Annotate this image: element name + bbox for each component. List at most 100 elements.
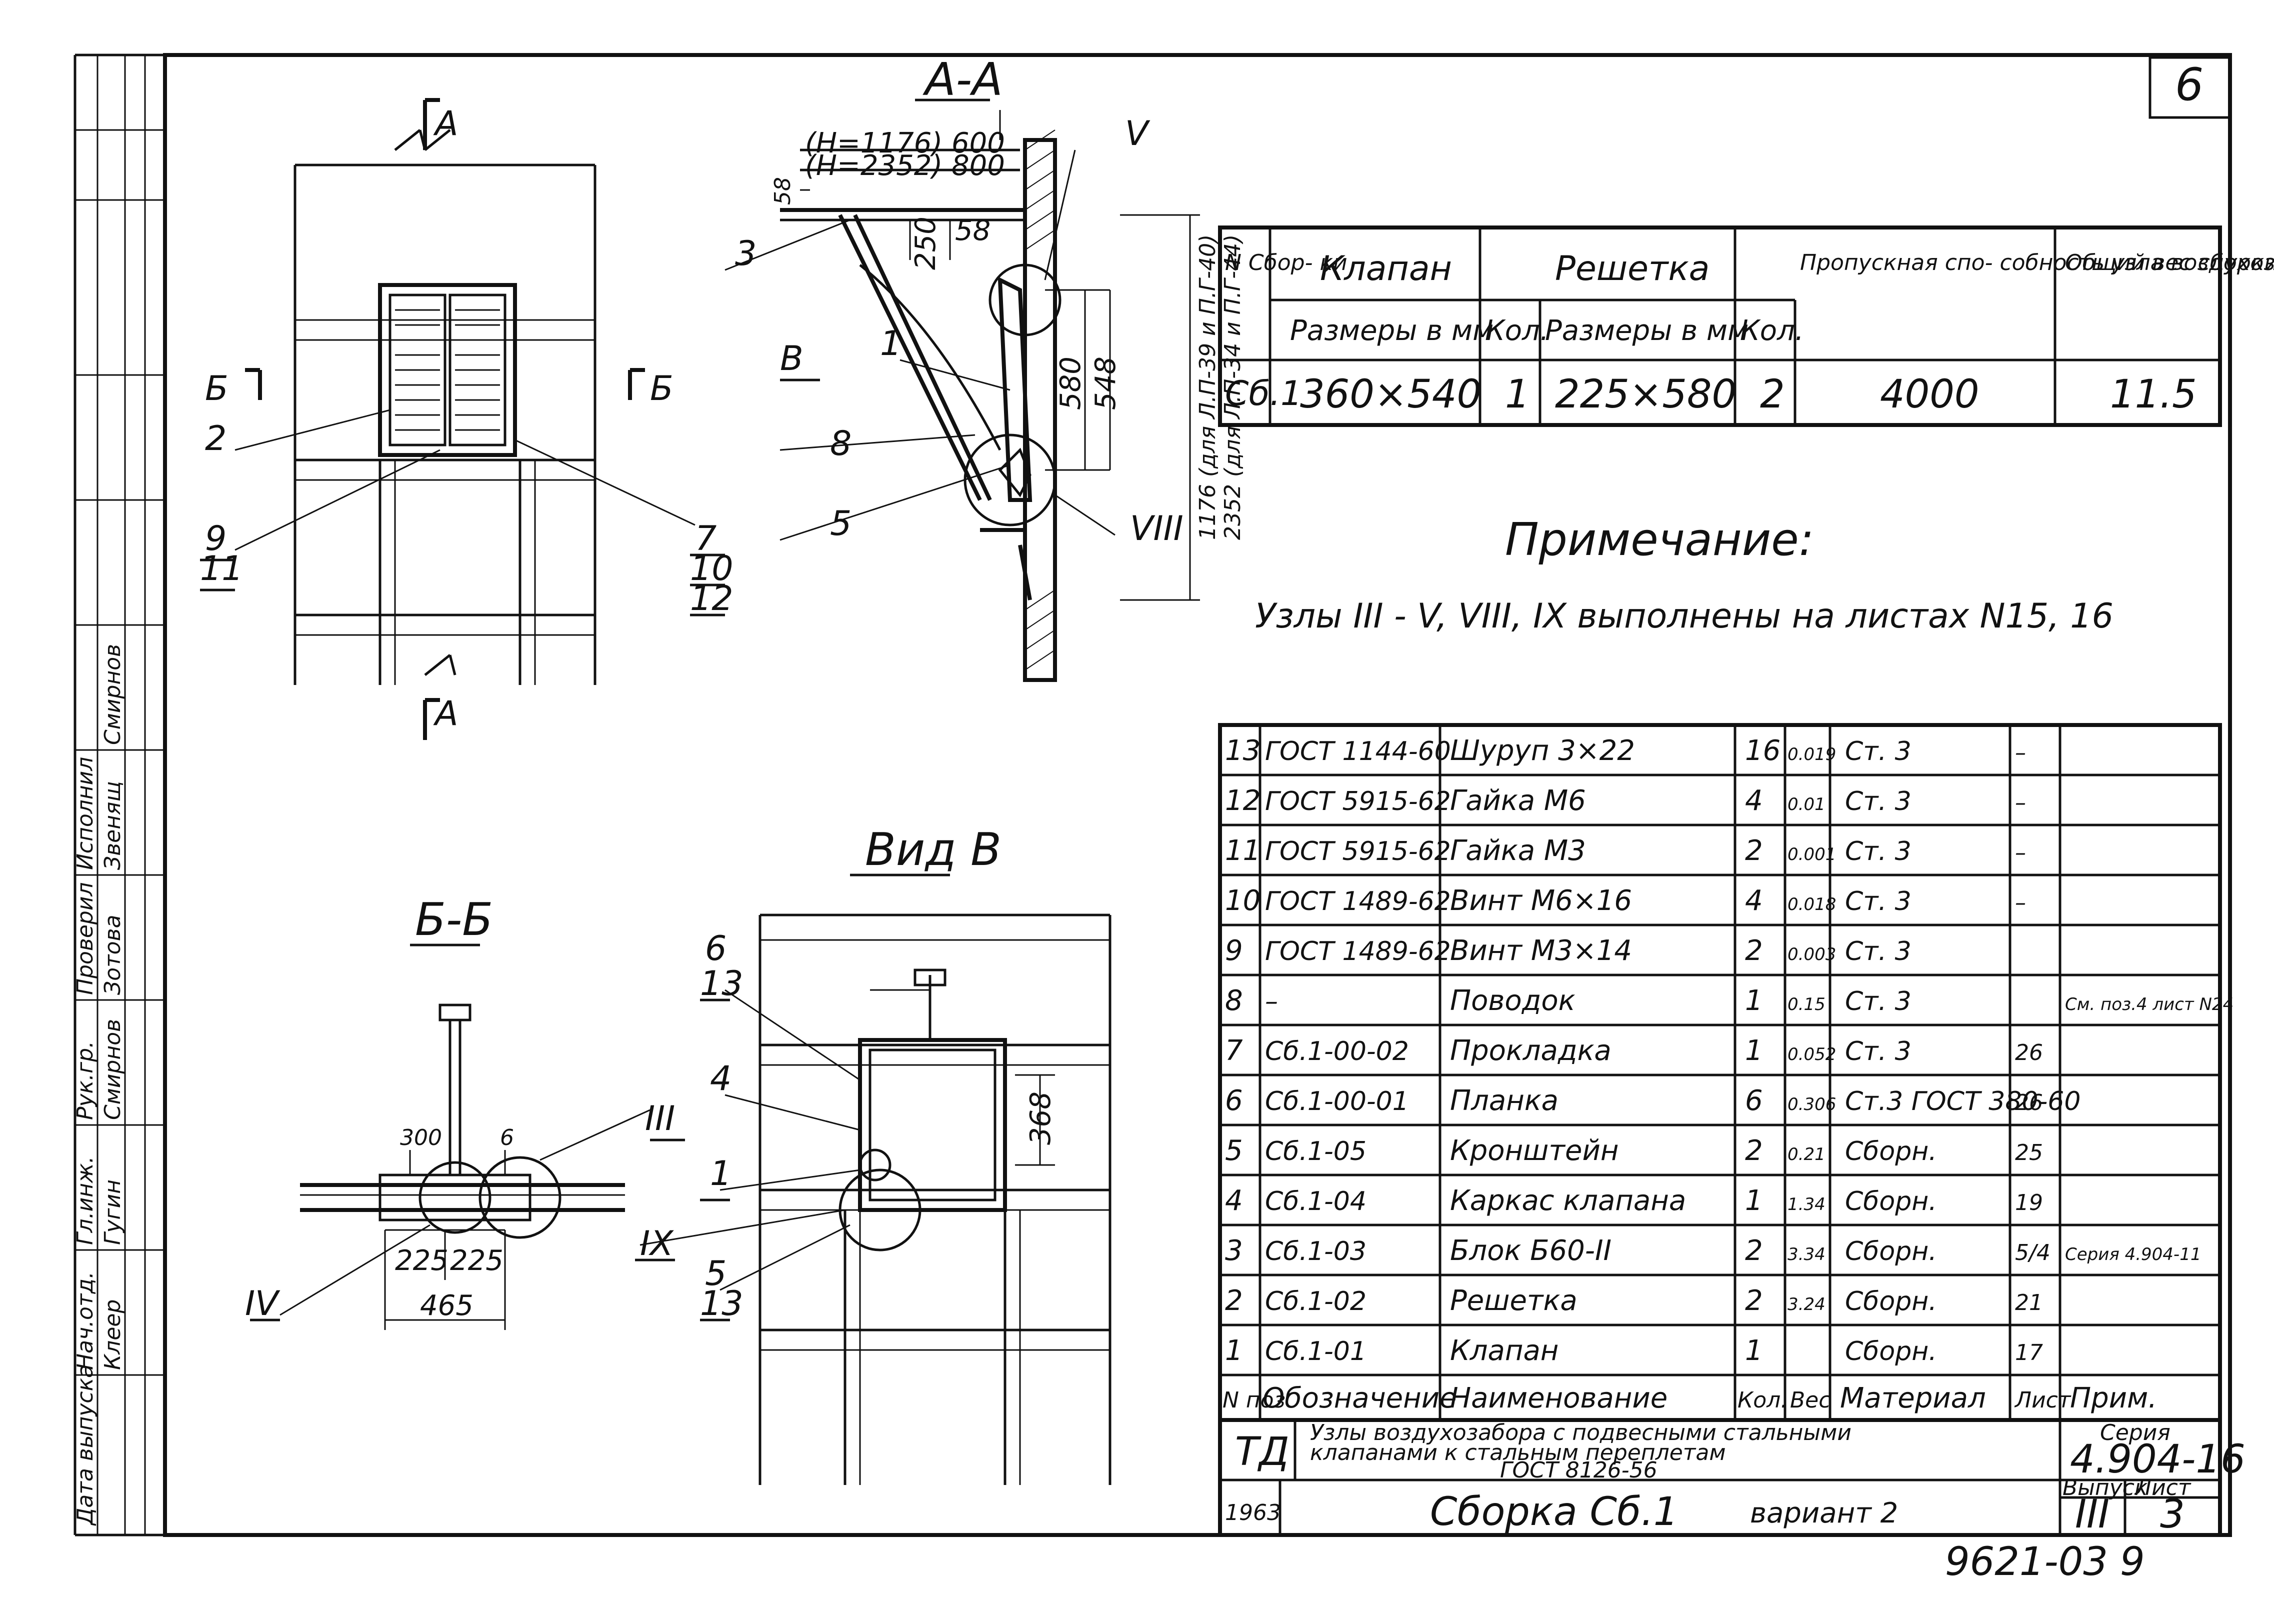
sheet-frame bbox=[74, 53, 2232, 1537]
view-v-callout-6: 6 bbox=[705, 929, 726, 968]
spec-cell-designation: – bbox=[1265, 986, 1278, 1016]
section-bb bbox=[250, 944, 685, 1330]
spec-cell-weight: 3.24 bbox=[1788, 1294, 1826, 1314]
node-v: V bbox=[1125, 114, 1150, 154]
stamp-role-2: Нач.отд. bbox=[72, 1272, 98, 1370]
spec-cell-designation: Сб.1-02 bbox=[1265, 1286, 1366, 1316]
spec-cell-sheet: 17 bbox=[2015, 1340, 2043, 1366]
spec-cell-weight: 0.001 bbox=[1788, 844, 1836, 864]
spec-cell-name: Поводок bbox=[1450, 984, 1576, 1017]
callout-11: 11 bbox=[200, 549, 244, 588]
spec-cell-qty: 2 bbox=[1745, 1134, 1763, 1167]
stamp-role-1: Дата выпуска bbox=[72, 1364, 98, 1526]
spec-cell-material: Ст. 3 bbox=[1845, 736, 1912, 766]
spec-cell-qty: 2 bbox=[1745, 934, 1763, 967]
spec-cell-name: Клапан bbox=[1450, 1334, 1558, 1367]
spec-cell-weight: 0.15 bbox=[1788, 994, 1826, 1014]
top-h-capacity: Пропускная спо- собность узла воздухозаб… bbox=[1800, 250, 2274, 276]
stamp-role-4: Рук.гр. bbox=[72, 1041, 98, 1120]
spec-cell-sheet: – bbox=[2015, 790, 2026, 816]
top-h-size2: Размеры в мм bbox=[1545, 314, 1748, 347]
view-v-callout-5: 5 bbox=[705, 1254, 726, 1294]
spec-cell-qty: 2 bbox=[1745, 1284, 1763, 1317]
top-row-valve-qty: 1 bbox=[1505, 372, 1530, 417]
dim-6: 6 bbox=[500, 1125, 514, 1150]
spec-h-sheet: Лист bbox=[2014, 1388, 2072, 1413]
spec-cell-qty: 1 bbox=[1745, 1334, 1763, 1367]
spec-cell-weight: 0.019 bbox=[1788, 744, 1836, 764]
section-bb-title: Б-Б bbox=[415, 894, 493, 946]
spec-cell-pos: 4 bbox=[1225, 1184, 1243, 1217]
spec-cell-name: Винт М3×14 bbox=[1450, 934, 1632, 967]
spec-h-qty: Кол. bbox=[1738, 1388, 1788, 1413]
spec-cell-qty: 4 bbox=[1745, 884, 1763, 917]
dim-225-a: 225 bbox=[395, 1244, 448, 1277]
title-line-3: ГОСТ 8126-56 bbox=[1500, 1458, 1658, 1483]
spec-cell-pos: 13 bbox=[1225, 734, 1260, 767]
spec-cell-name: Блок Б60-II bbox=[1450, 1234, 1612, 1267]
spec-cell-sheet: 25 bbox=[2015, 1140, 2043, 1166]
series-label: Серия bbox=[2100, 1420, 2170, 1446]
spec-cell-designation: ГОСТ 5915-62 bbox=[1265, 836, 1451, 866]
spec-h-pos: N поз bbox=[1222, 1388, 1286, 1413]
spec-cell-qty: 2 bbox=[1745, 834, 1763, 867]
spec-cell-weight: 0.306 bbox=[1788, 1094, 1836, 1114]
view-v-callout-13b: 13 bbox=[700, 1284, 744, 1324]
stamp-name-6: Смирнов bbox=[100, 644, 126, 745]
spec-cell-qty: 2 bbox=[1745, 1234, 1763, 1267]
top-row-grate-size: 225×580 bbox=[1555, 372, 1736, 417]
top-row-capacity: 4000 bbox=[1880, 372, 1980, 417]
cut-mark-b-right: Б bbox=[650, 369, 674, 408]
top-h-qty2: Кол. bbox=[1740, 314, 1804, 347]
top-h-size1: Размеры в мм bbox=[1290, 314, 1494, 347]
spec-cell-qty: 4 bbox=[1745, 784, 1763, 817]
sheet-number: 6 bbox=[2175, 58, 2204, 111]
spec-h-material: Материал bbox=[1840, 1382, 1986, 1414]
spec-cell-sheet: – bbox=[2015, 840, 2026, 866]
top-h-valve: Клапан bbox=[1320, 249, 1452, 288]
spec-cell-name: Прокладка bbox=[1450, 1034, 1612, 1067]
stamp-role-5: Проверил bbox=[72, 882, 98, 995]
spec-cell-qty: 16 bbox=[1745, 734, 1780, 767]
spec-cell-sheet: 19 bbox=[2015, 1190, 2043, 1216]
specification-table bbox=[1218, 723, 2222, 1422]
note-text: Узлы III - V, VIII, IX выполнены на лист… bbox=[1255, 596, 2114, 636]
dim-58-a: 58 bbox=[770, 177, 796, 205]
spec-cell-weight: 0.21 bbox=[1788, 1144, 1826, 1164]
dim-600: (Н=1176) 600 bbox=[805, 127, 1005, 160]
spec-cell-designation: Сб.1-05 bbox=[1265, 1136, 1366, 1166]
cut-mark-b-left: Б bbox=[205, 369, 228, 408]
node-viii: VIII bbox=[1130, 509, 1184, 548]
spec-cell-weight: 0.01 bbox=[1788, 794, 1826, 814]
spec-cell-sheet: 21 bbox=[2015, 1290, 2043, 1316]
title-year: 1963 bbox=[1225, 1500, 1281, 1526]
dim-1176: 1176 (для Л.П-39 и П.Г-40) bbox=[1195, 234, 1220, 540]
spec-cell-material: Ст. 3 bbox=[1845, 936, 1912, 966]
spec-cell-designation: Сб.1-00-02 bbox=[1265, 1036, 1409, 1066]
stamp-name-3: Смирнов bbox=[100, 1019, 126, 1120]
spec-cell-qty: 6 bbox=[1745, 1084, 1763, 1117]
spec-cell-material: Ст. 3 bbox=[1845, 786, 1912, 816]
assembly-variant: вариант 2 bbox=[1750, 1497, 1898, 1530]
spec-h-weight: Вес bbox=[1790, 1388, 1830, 1413]
spec-cell-weight: 1.34 bbox=[1788, 1194, 1826, 1214]
callout-3: 3 bbox=[735, 234, 756, 274]
callout-5: 5 bbox=[830, 504, 852, 544]
top-table bbox=[1218, 226, 2222, 427]
node-iii: III bbox=[645, 1099, 675, 1138]
spec-cell-sheet: – bbox=[2015, 890, 2026, 916]
side-stamp bbox=[75, 55, 165, 1535]
section-aa bbox=[724, 98, 1200, 682]
spec-cell-name: Решетка bbox=[1450, 1284, 1578, 1317]
spec-h-note: Прим. bbox=[2070, 1382, 2157, 1414]
spec-cell-designation: ГОСТ 1489-62 bbox=[1265, 886, 1451, 916]
document-code: 9621-03 bbox=[1945, 1540, 2108, 1584]
callout-10: 10 bbox=[690, 549, 734, 588]
spec-cell-pos: 5 bbox=[1225, 1134, 1243, 1167]
dim-250: 250 bbox=[910, 216, 942, 270]
spec-cell-sheet: 26 bbox=[2015, 1090, 2043, 1116]
node-ix: IX bbox=[640, 1224, 674, 1264]
stamp-name-5: Звенящ bbox=[100, 781, 126, 870]
spec-h-name: Наименование bbox=[1450, 1382, 1668, 1414]
